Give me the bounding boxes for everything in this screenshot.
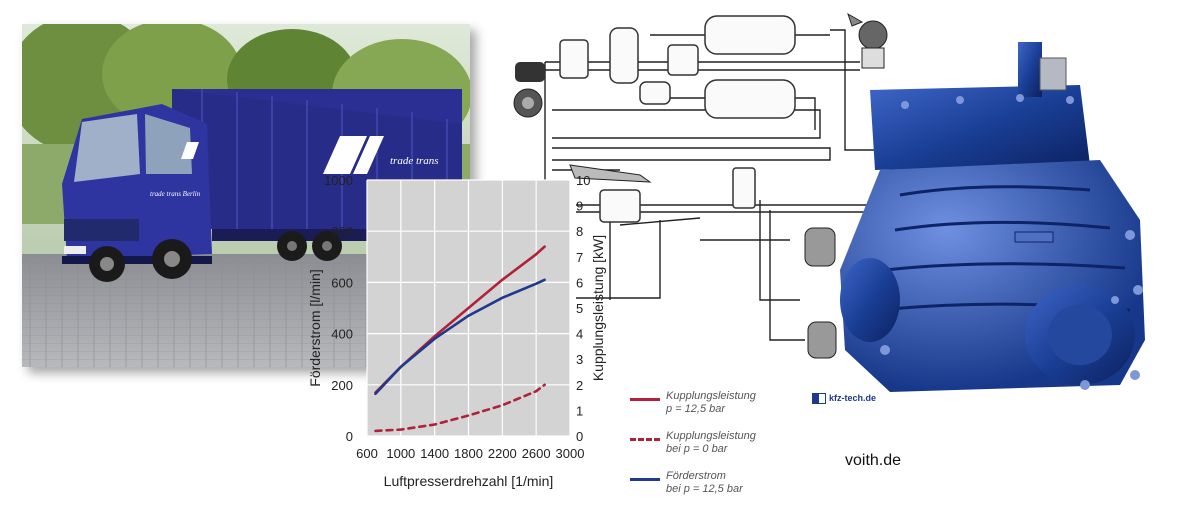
legend-swatch bbox=[630, 398, 660, 401]
x-tick-label: 600 bbox=[356, 446, 378, 461]
y-tick-label: 600 bbox=[331, 275, 353, 290]
x-tick-label: 2600 bbox=[522, 446, 551, 461]
x-tick-label: 1000 bbox=[386, 446, 415, 461]
y2-tick-label: 9 bbox=[576, 199, 583, 214]
kfz-tech-logo-icon bbox=[812, 393, 826, 405]
y2-tick-label: 6 bbox=[576, 275, 583, 290]
truck-cab: trade trans Berlin bbox=[62, 104, 212, 282]
x-tick-label: 2200 bbox=[488, 446, 517, 461]
small-compressor-icon bbox=[513, 62, 545, 118]
series-line bbox=[374, 383, 546, 433]
brake-pedal-icon bbox=[569, 164, 652, 183]
y2-tick-label: 10 bbox=[576, 173, 590, 188]
cab-door-text: trade trans Berlin bbox=[150, 190, 201, 198]
voith-credit: voith.de bbox=[845, 452, 902, 469]
x-axis-label: Luftpresserdrehzahl [1/min] bbox=[384, 473, 554, 489]
legend-swatch bbox=[630, 438, 660, 441]
legend-swatch bbox=[630, 478, 660, 481]
series-line bbox=[374, 278, 546, 396]
y-tick-label: 0 bbox=[346, 429, 353, 444]
y-tick-label: 200 bbox=[331, 378, 353, 393]
y2-tick-label: 3 bbox=[576, 352, 583, 367]
y2-tick-label: 2 bbox=[576, 378, 583, 393]
y2-axis-label: Kupplungsleistung [kW] bbox=[590, 235, 606, 381]
x-tick-label: 1400 bbox=[420, 446, 449, 461]
y2-tick-label: 7 bbox=[576, 250, 583, 265]
y-tick-label: 800 bbox=[331, 224, 353, 239]
kfz-tech-credit: kfz-tech.de bbox=[812, 393, 876, 405]
x-tick-label: 3000 bbox=[556, 446, 585, 461]
y2-tick-label: 0 bbox=[576, 429, 583, 444]
y2-tick-label: 1 bbox=[576, 403, 583, 418]
pressure-gauge-icon bbox=[847, 12, 888, 69]
x-tick-label: 1800 bbox=[454, 446, 483, 461]
y-axis-label: Förderstrom [l/min] bbox=[307, 269, 323, 386]
y2-tick-label: 5 bbox=[576, 301, 583, 316]
y-tick-label: 400 bbox=[331, 327, 353, 342]
y-tick-label: 1000 bbox=[324, 173, 353, 188]
y2-tick-label: 4 bbox=[576, 327, 583, 342]
trailer-brand-text: trade trans bbox=[390, 155, 439, 167]
y2-tick-label: 8 bbox=[576, 224, 583, 239]
